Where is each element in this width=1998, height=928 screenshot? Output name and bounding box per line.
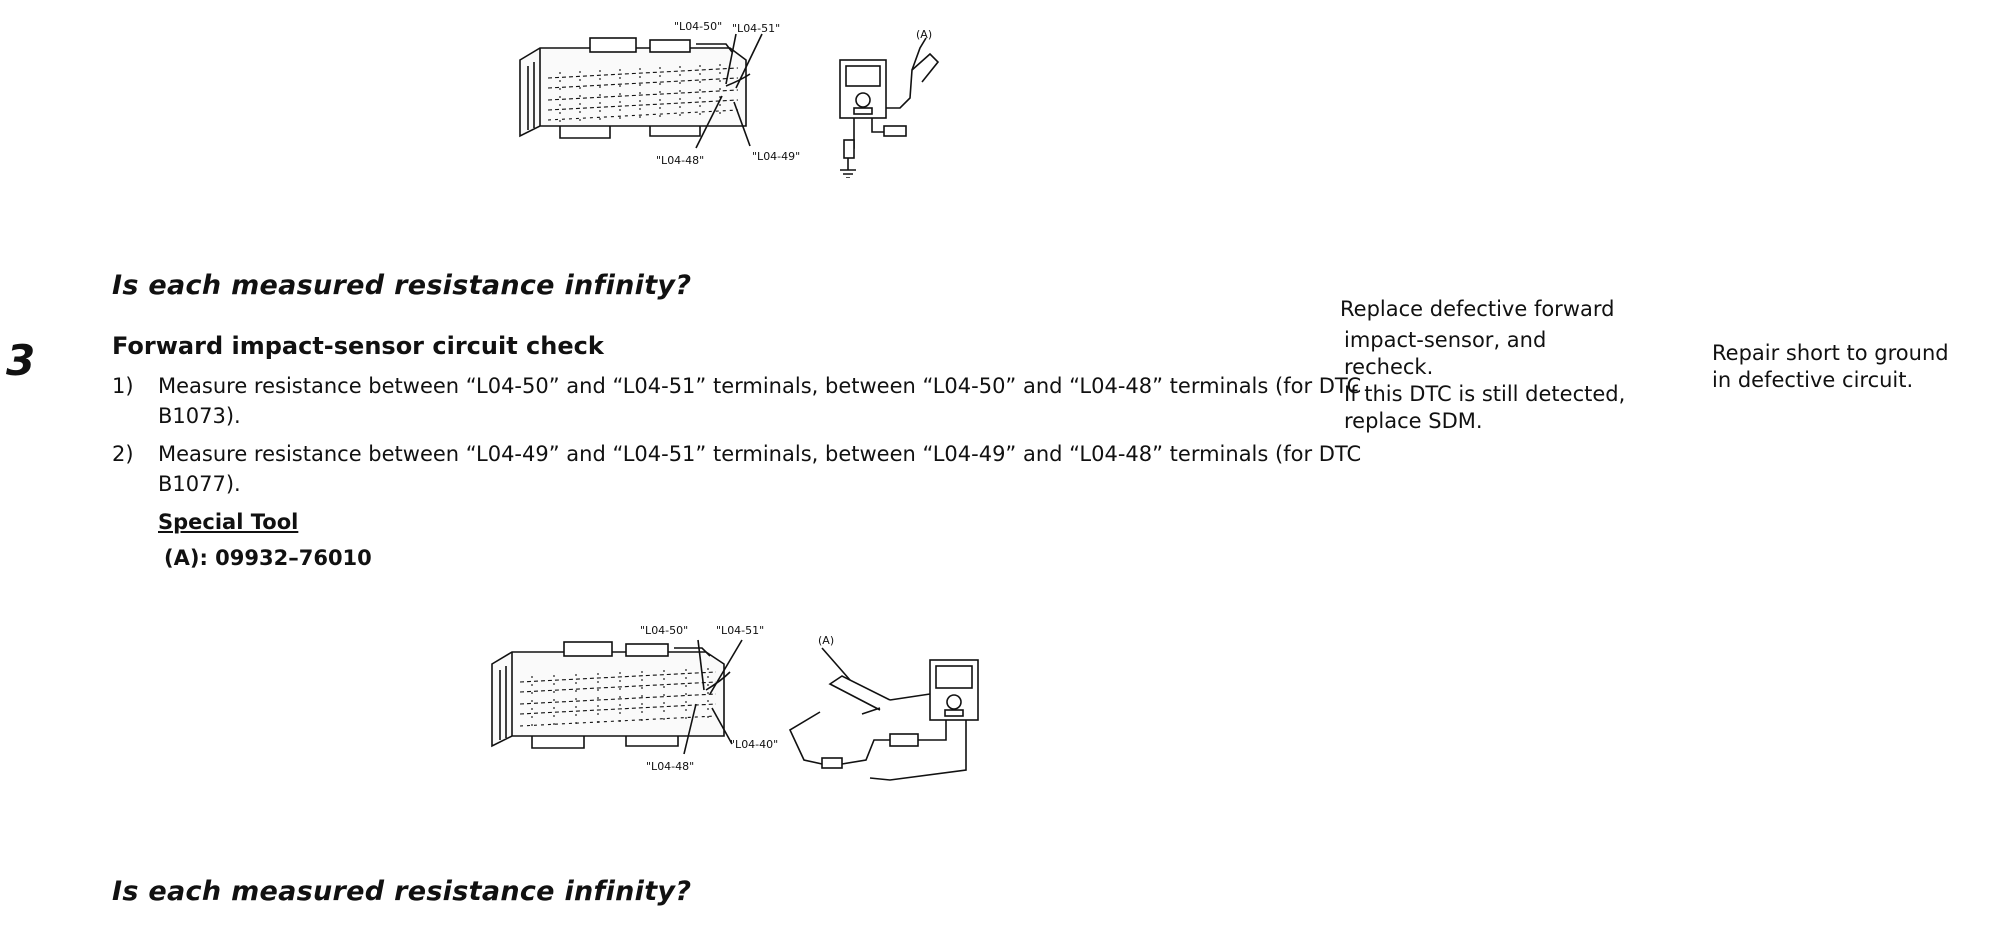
item-number: 1) bbox=[112, 374, 134, 398]
step-title: Forward impact-sensor circuit check bbox=[112, 332, 604, 360]
no-action-text: Repair short to ground in defective circ… bbox=[1712, 340, 1992, 394]
question-heading: Is each measured resistance infinity? bbox=[112, 270, 692, 301]
label-tool-a: (A) bbox=[818, 634, 834, 647]
no-line: in defective circuit. bbox=[1712, 368, 1914, 392]
yes-line: recheck. bbox=[1344, 355, 1434, 379]
label-l04-48: "L04-48" bbox=[646, 760, 694, 773]
procedure-item: 1) Measure resistance between “L04-50” a… bbox=[112, 371, 1422, 433]
question-heading: Is each measured resistance infinity? bbox=[112, 876, 692, 907]
label-tool-a: (A) bbox=[916, 28, 932, 41]
yes-line: replace SDM. bbox=[1344, 409, 1483, 433]
label-l04-50: "L04-50" bbox=[640, 624, 688, 637]
label-l04-51: "L04-51" bbox=[732, 22, 780, 35]
item-number: 2) bbox=[112, 442, 134, 466]
item-text: Measure resistance between “L04-50” and … bbox=[158, 374, 1362, 428]
label-l04-40: "L04-40" bbox=[730, 738, 778, 751]
item-text: Measure resistance between “L04-49” and … bbox=[158, 442, 1362, 496]
no-line: Repair short to ground bbox=[1712, 341, 1949, 365]
label-l04-51: "L04-51" bbox=[716, 624, 764, 637]
yes-line: impact-sensor, and bbox=[1344, 328, 1547, 352]
yes-line: Replace defective forward bbox=[1340, 297, 1615, 321]
connector-figure-bottom: "L04-50" "L04-51" (A) "L04-48" "L04-40" bbox=[470, 620, 990, 790]
connector-figure-top: "L04-50" "L04-51" (A) "L04-48" "L04-49" bbox=[500, 8, 980, 178]
label-l04-48: "L04-48" bbox=[656, 154, 704, 167]
label-l04-50: "L04-50" bbox=[674, 20, 722, 33]
connector-diagram: "L04-50" "L04-51" (A) "L04-48" "L04-49" bbox=[519, 20, 940, 178]
special-tool-value: (A): 09932–76010 bbox=[164, 546, 372, 570]
connector-diagram: "L04-50" "L04-51" (A) "L04-48" "L04-40" bbox=[491, 624, 979, 781]
label-l04-49: "L04-49" bbox=[752, 150, 800, 163]
special-tool-label: Special Tool bbox=[158, 510, 299, 534]
yes-action-text: Replace defective forward impact-sensor,… bbox=[1340, 296, 1700, 435]
yes-line: If this DTC is still detected, bbox=[1344, 382, 1626, 406]
procedure-item: 2) Measure resistance between “L04-49” a… bbox=[112, 439, 1422, 501]
step-number: 3 bbox=[6, 336, 36, 385]
